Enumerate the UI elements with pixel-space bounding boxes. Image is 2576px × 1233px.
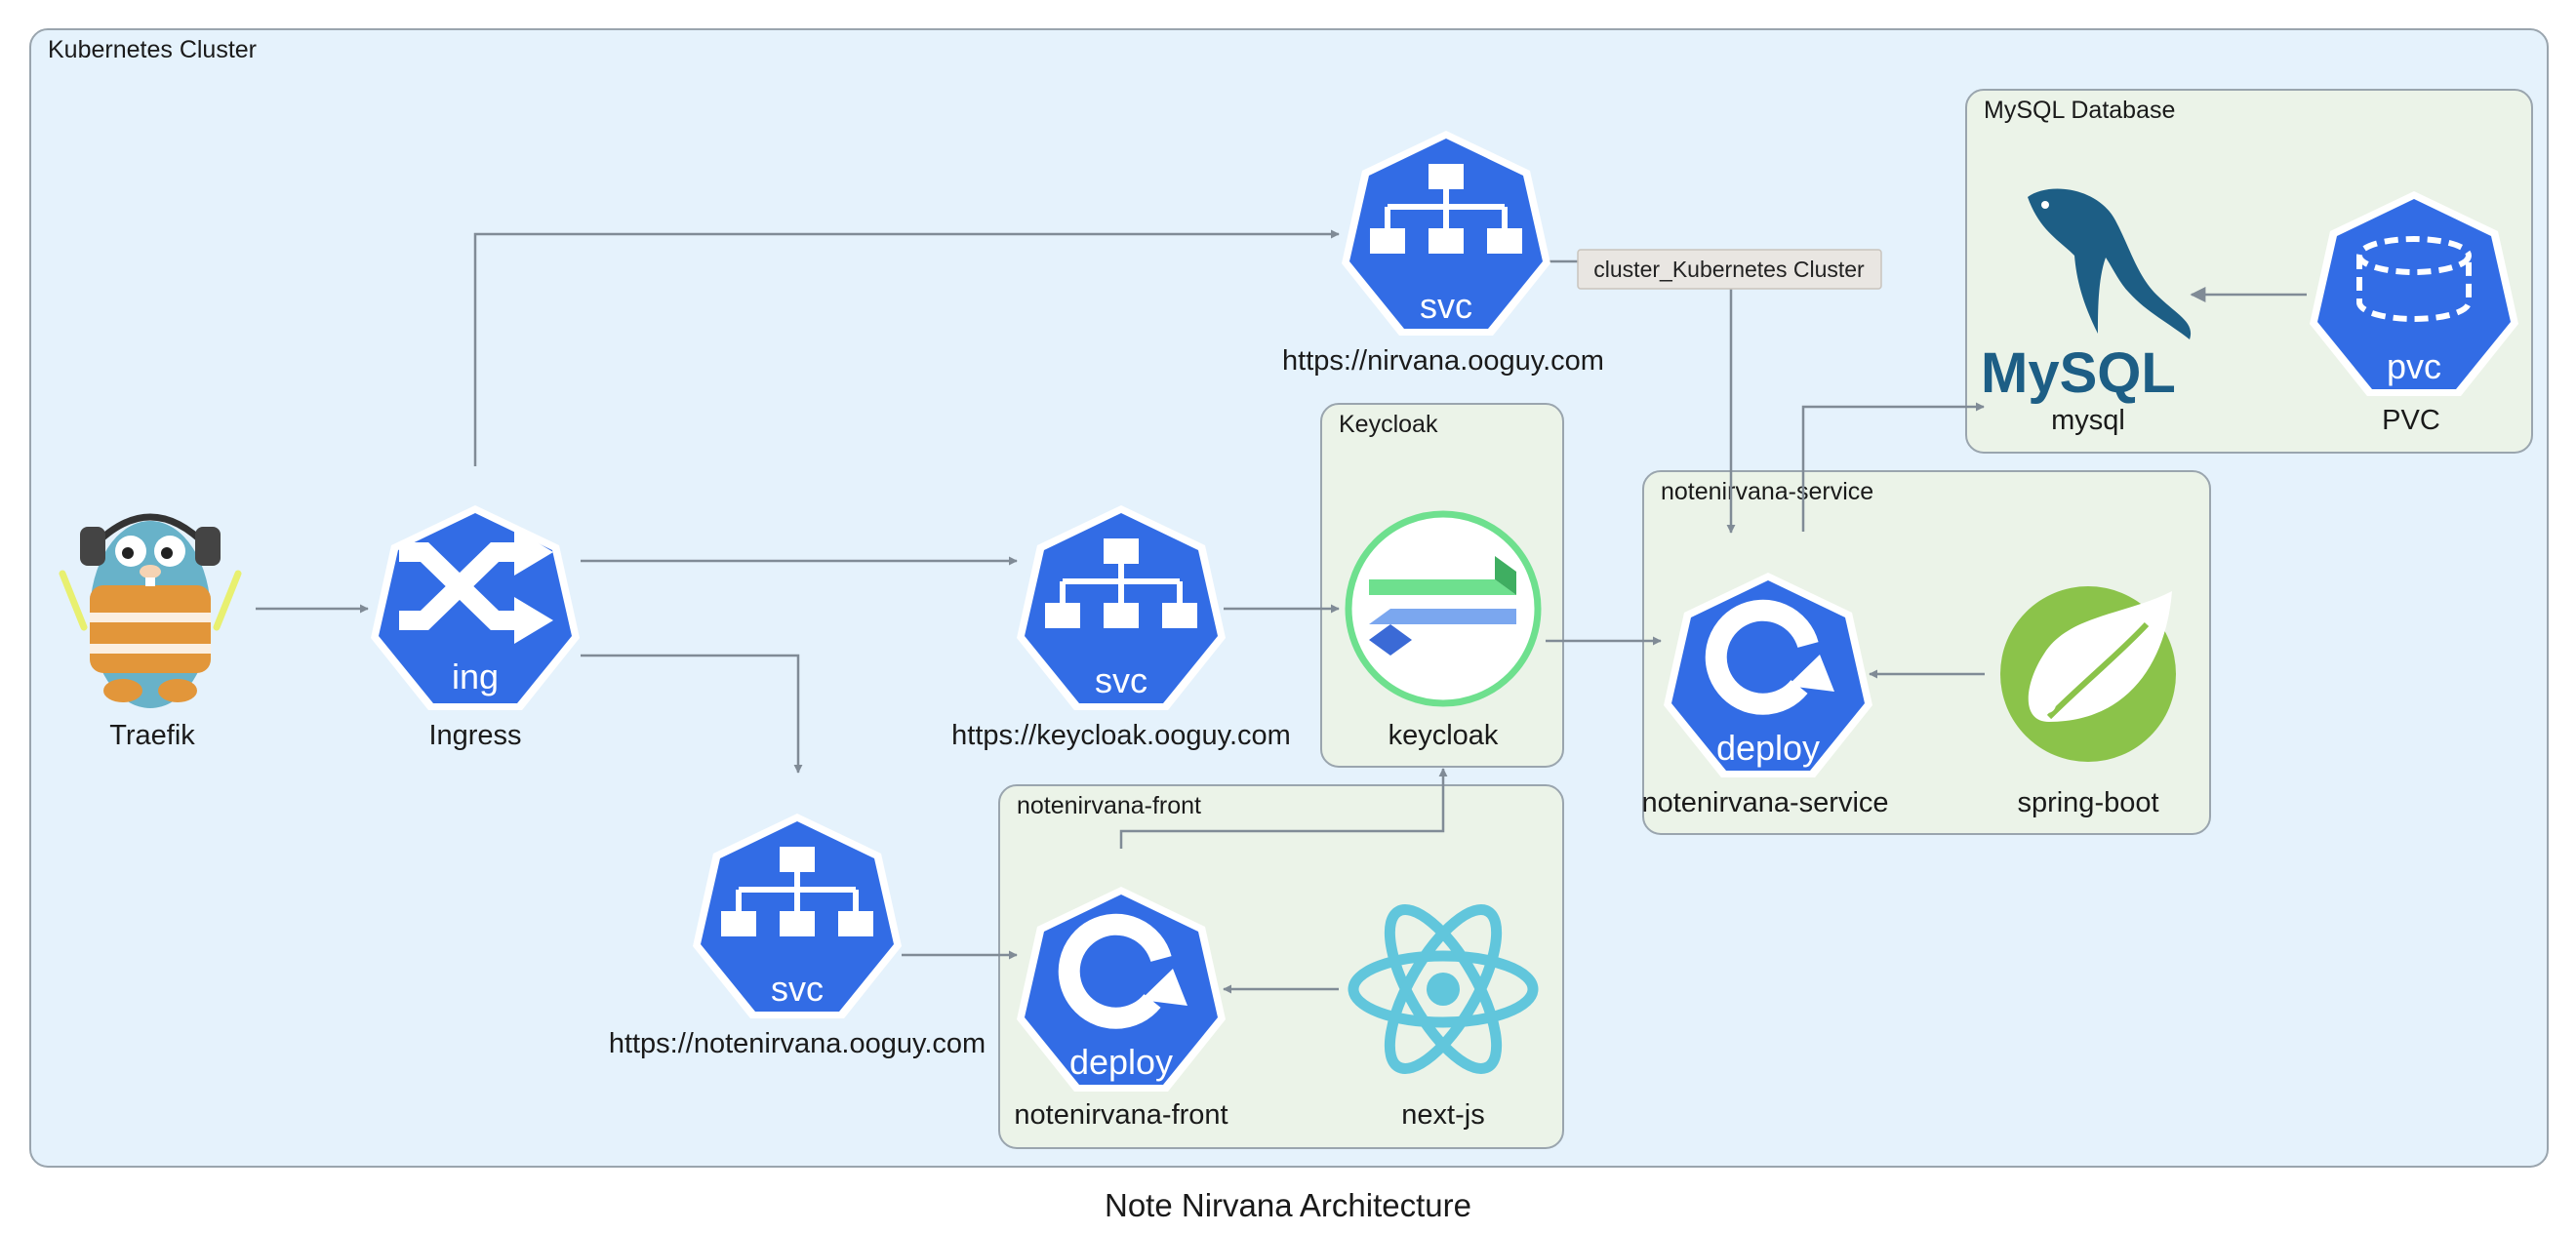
deploy-front-icon-caption: deploy	[1069, 1042, 1173, 1082]
mysql-database-label: MySQL Database	[1984, 97, 2175, 124]
edge-ingress-svc-notenirvana	[581, 654, 803, 774]
ingress-label: Ingress	[428, 720, 521, 751]
kubernetes-cluster-group: Kubernetes Cluster	[29, 28, 2549, 1168]
svc-nirvana-icon-caption: svc	[1420, 286, 1472, 326]
edges	[256, 229, 2307, 994]
svc-notenirvana-node[interactable]: svc	[693, 814, 902, 1018]
pvc-icon-caption: pvc	[2387, 346, 2441, 386]
pvc-node[interactable]: pvc	[2310, 191, 2518, 396]
deploy-service-node[interactable]: deploy	[1664, 573, 1872, 777]
nextjs-label: next-js	[1401, 1099, 1484, 1131]
notenirvana-front-group-label: notenirvana-front	[1017, 792, 1201, 819]
nextjs-react-icon[interactable]	[1348, 895, 1539, 1083]
notenirvana-service-group-label: notenirvana-service	[1661, 478, 1873, 505]
mysql-label: mysql	[2051, 405, 2125, 436]
spring-boot-label: spring-boot	[2017, 787, 2158, 818]
traefik-gopher-icon[interactable]	[59, 513, 242, 708]
deploy-service-label: notenirvana-service	[1641, 787, 1888, 818]
keycloak-label: keycloak	[1389, 720, 1499, 751]
deploy-front-label: notenirvana-front	[1014, 1099, 1228, 1131]
svc-nirvana-label: https://nirvana.ooguy.com	[1282, 345, 1604, 377]
mysql-logo-icon[interactable]: MySQL	[1981, 188, 2192, 405]
spring-boot-leaf-icon[interactable]	[2000, 586, 2176, 762]
svc-keycloak-node[interactable]: svc	[1017, 505, 1226, 710]
svc-keycloak-icon-caption: svc	[1095, 660, 1147, 700]
edge-deploy-service-mysql	[1801, 402, 1985, 532]
deploy-front-node[interactable]: deploy	[1017, 887, 1226, 1092]
mysql-wordmark: MySQL	[1981, 341, 2176, 405]
keycloak-group-label: Keycloak	[1339, 411, 1438, 438]
svc-notenirvana-label: https://notenirvana.ooguy.com	[609, 1028, 986, 1059]
keycloak-logo-icon[interactable]	[1345, 510, 1542, 707]
ingress-icon-caption: ing	[452, 656, 499, 696]
svc-notenirvana-icon-caption: svc	[771, 969, 824, 1009]
tooltip-text: cluster_Kubernetes Cluster	[1593, 257, 1865, 282]
svc-nirvana-node[interactable]: svc	[1342, 131, 1550, 336]
traefik-label: Traefik	[109, 720, 195, 751]
edge-deploy-front-keycloak	[1119, 768, 1448, 849]
edge-ingress-svc-nirvana	[473, 229, 1340, 466]
deploy-service-icon-caption: deploy	[1716, 728, 1820, 768]
ingress-node[interactable]: ing	[371, 505, 580, 710]
pvc-label: PVC	[2382, 405, 2440, 436]
diagram-title: Note Nirvana Architecture	[1105, 1187, 1471, 1223]
cluster-tooltip: cluster_Kubernetes Cluster	[1577, 249, 1882, 290]
svc-keycloak-label: https://keycloak.ooguy.com	[951, 720, 1291, 751]
kubernetes-cluster-label: Kubernetes Cluster	[48, 36, 257, 63]
